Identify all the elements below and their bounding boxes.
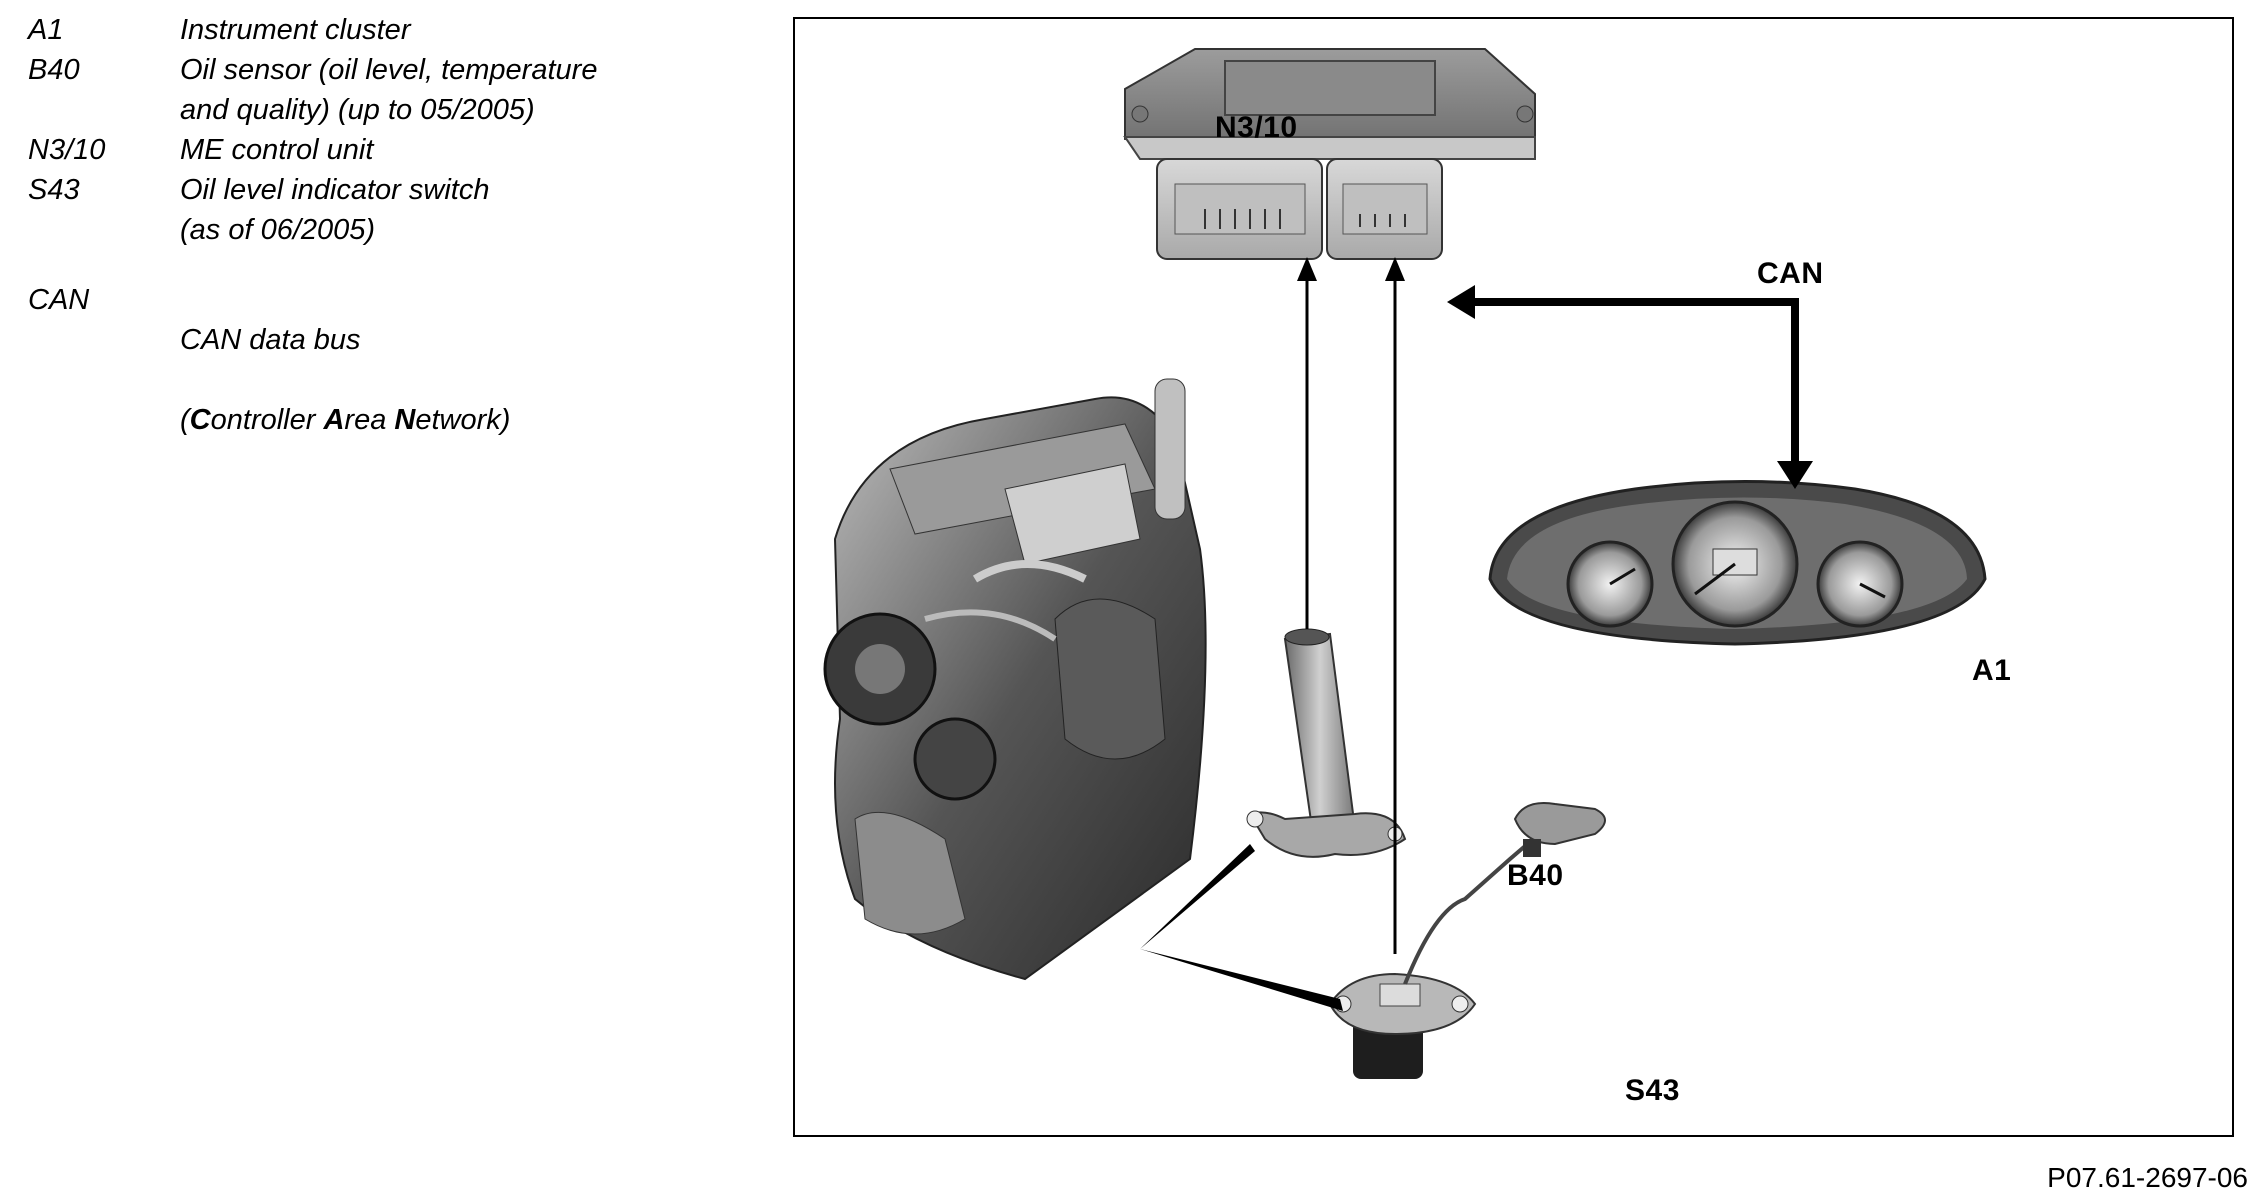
can-acronym-n: N	[394, 404, 416, 436]
can-acronym-a: A	[323, 404, 345, 436]
oil-sensor-label: B40	[1507, 859, 1564, 892]
legend-row-b40: B40 Oil sensor (oil level, temperature a…	[28, 50, 788, 130]
ecu-unit	[1123, 48, 1536, 260]
legend-desc: ME control unit	[180, 134, 374, 166]
can-label: CAN	[1757, 257, 1824, 290]
can-bus-arrow	[1447, 285, 1813, 489]
legend-row-can: CAN CAN data bus (Controller Area Networ…	[28, 280, 788, 440]
b40-leader	[1140, 844, 1255, 949]
signal-arrows	[1297, 257, 1405, 954]
legend: A1 Instrument cluster B40 Oil sensor (oi…	[28, 10, 788, 440]
ecu-label: N3/10	[1215, 111, 1298, 144]
legend-desc: Oil level indicator switch (as of 06/200…	[180, 174, 490, 246]
s43-leader	[1140, 949, 1343, 1011]
legend-row-s43: S43 Oil level indicator switch (as of 06…	[28, 170, 788, 250]
cluster-label: A1	[1972, 654, 2012, 687]
legend-desc: CAN data bus (Controller Area Network)	[180, 324, 511, 436]
can-desc-line1: CAN data bus	[180, 324, 361, 356]
diagram-svg	[823, 48, 1987, 1079]
level-switch-label: S43	[1625, 1074, 1680, 1107]
legend-desc: Instrument cluster	[180, 14, 411, 46]
engine-illustration	[823, 378, 1207, 981]
legend-row-a1: A1 Instrument cluster	[28, 10, 788, 50]
instrument-cluster	[1488, 480, 1987, 646]
legend-code: A1	[28, 14, 64, 46]
can-acronym-c: C	[189, 404, 211, 436]
legend-code: N3/10	[28, 134, 106, 166]
legend-code: B40	[28, 54, 80, 86]
legend-code: CAN	[28, 284, 90, 316]
legend-row-n3-10: N3/10 ME control unit	[28, 130, 788, 170]
figure-reference: P07.61-2697-06	[2047, 1162, 2248, 1193]
legend-code: S43	[28, 174, 80, 206]
legend-desc: Oil sensor (oil level, temperature and q…	[180, 54, 598, 126]
oil-sensor	[1246, 628, 1407, 858]
diagram-frame: N3/10 CAN A1 B40 S43	[793, 17, 2234, 1137]
